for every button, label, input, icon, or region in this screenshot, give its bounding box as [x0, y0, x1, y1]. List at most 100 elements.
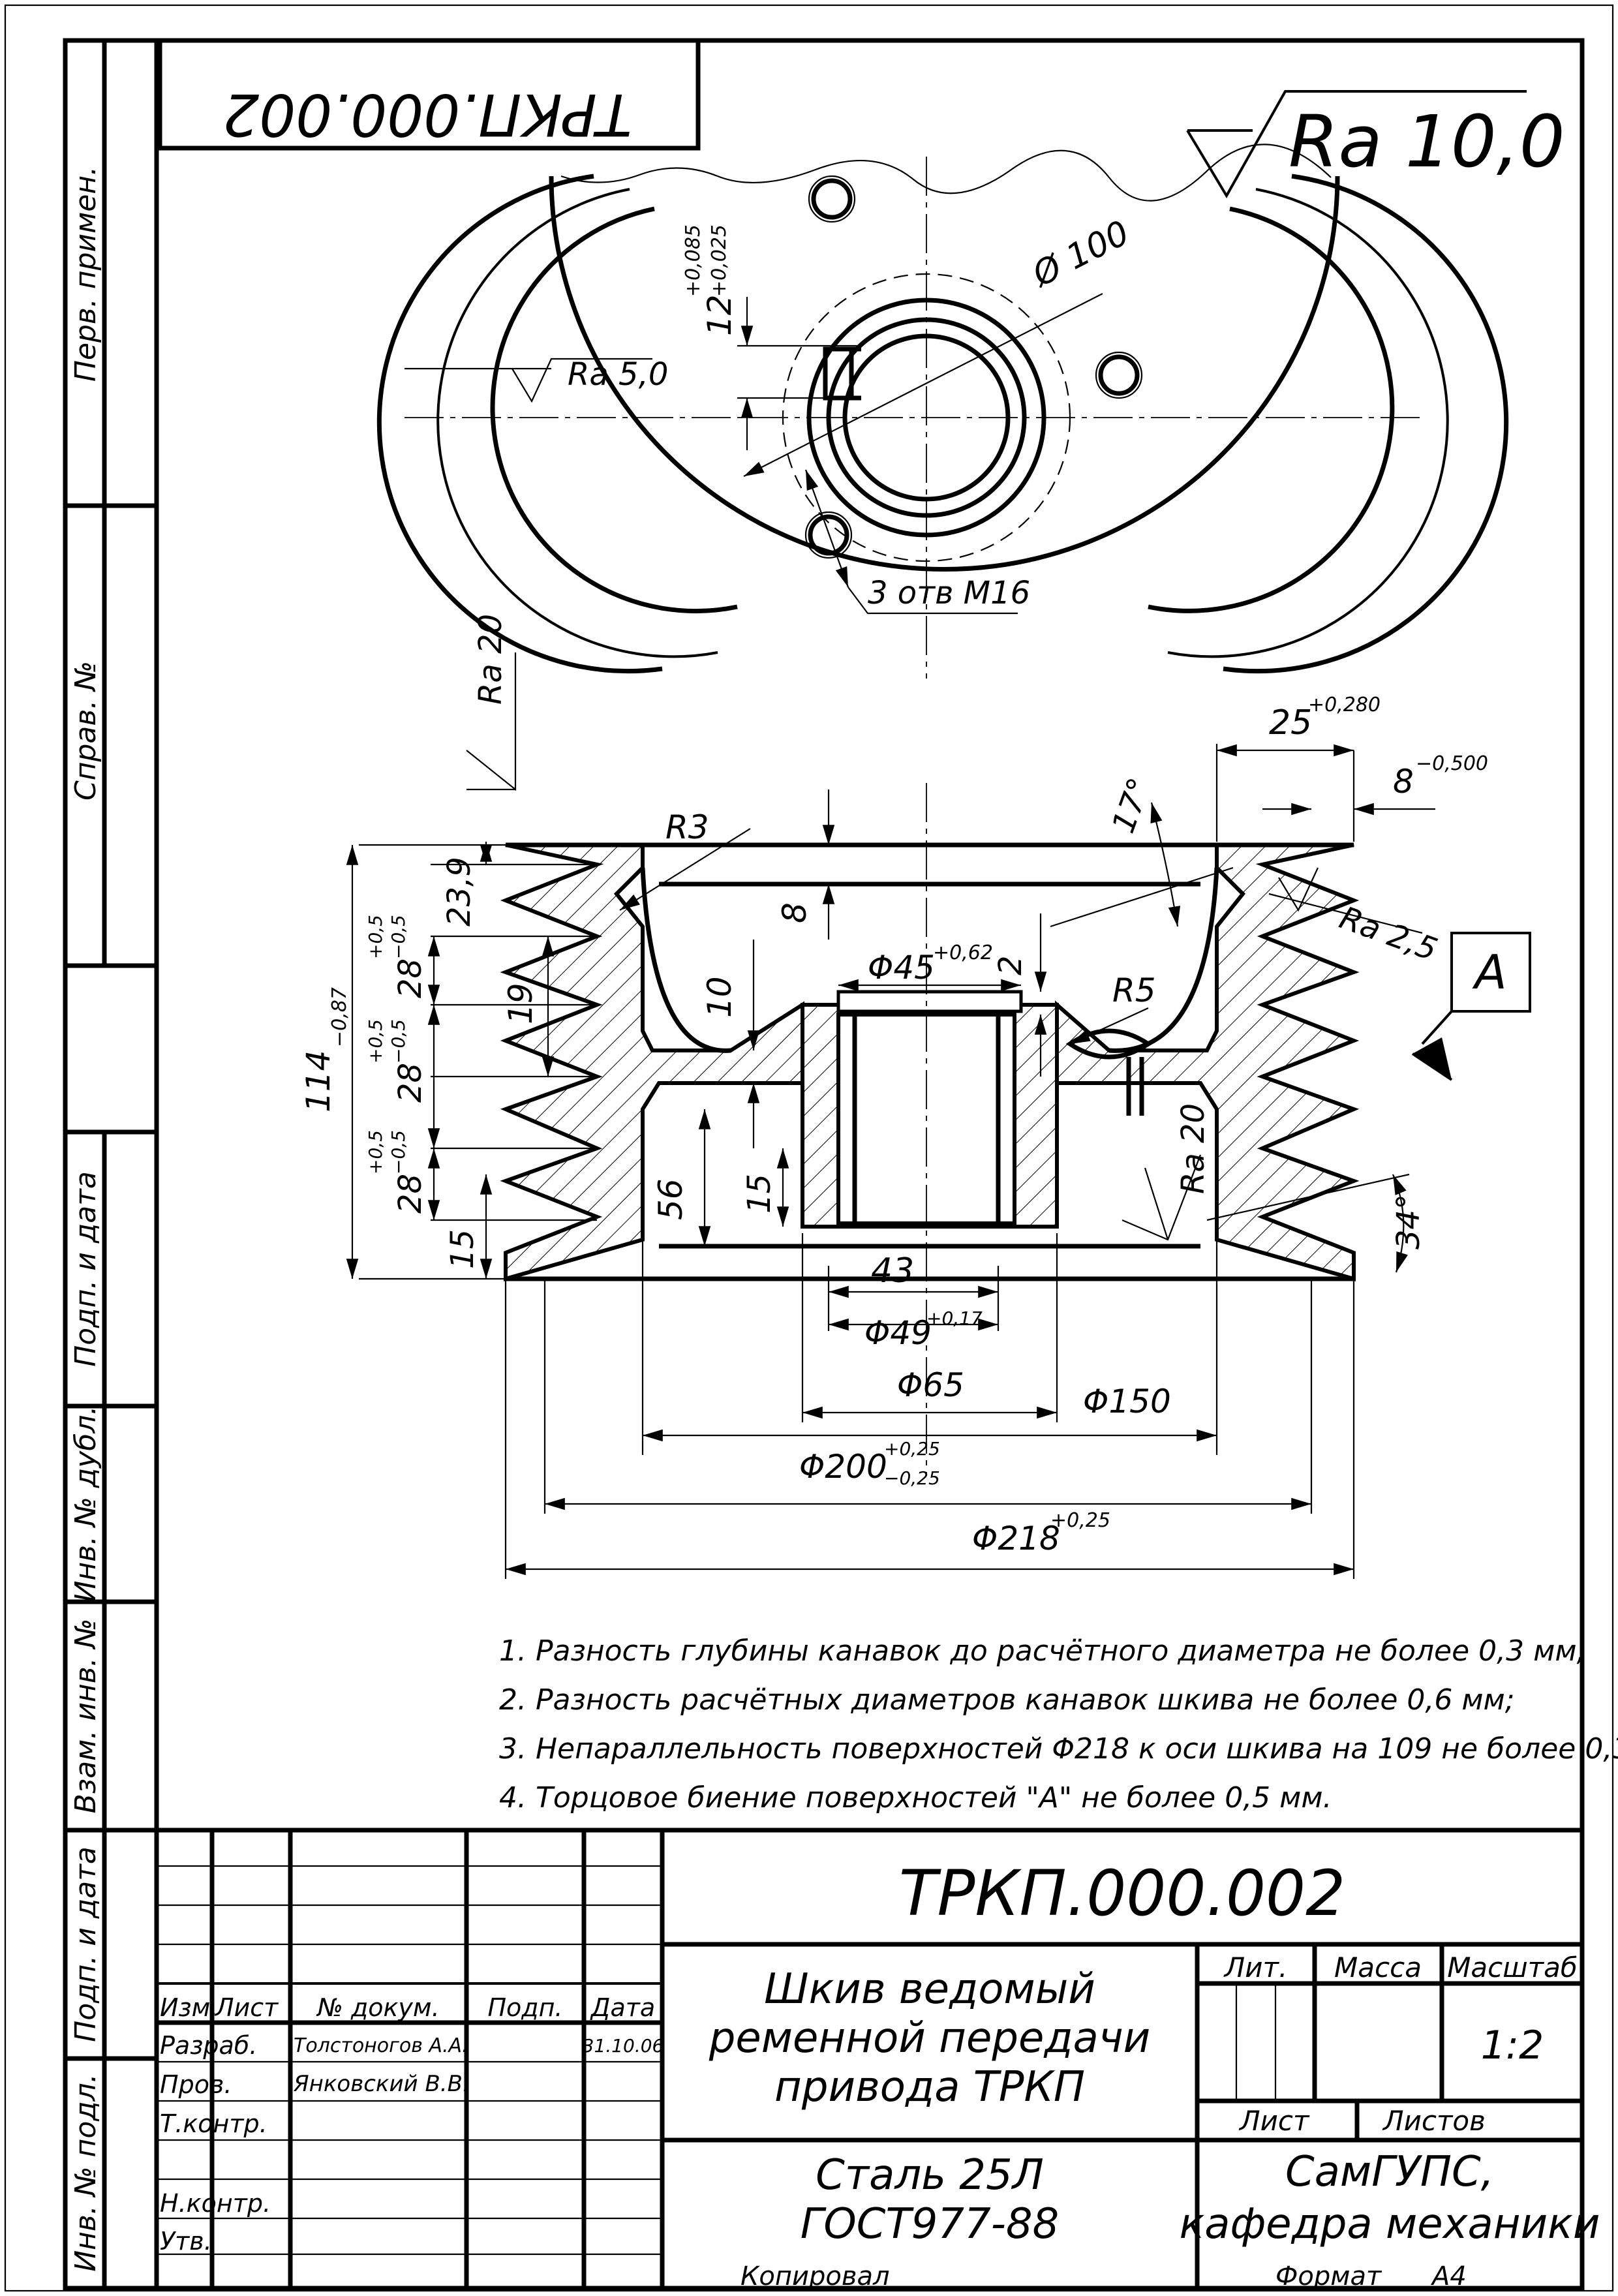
svg-text:Φ65: Φ65: [897, 1366, 964, 1404]
section-view: [500, 783, 1360, 1475]
svg-text:Ra 5,0: Ra 5,0: [568, 356, 668, 393]
svg-text:19: 19: [502, 983, 540, 1024]
svg-text:Φ150: Φ150: [1083, 1383, 1171, 1420]
svg-text:+0,085: +0,085: [682, 224, 705, 297]
svg-text:25: 25: [1269, 703, 1312, 742]
corner-designation: ТРКП.000.002: [157, 38, 701, 151]
side-sprav-no: Справ. №: [69, 661, 102, 801]
svg-text:8: 8: [1393, 763, 1414, 801]
svg-text:ТРКП.000.002: ТРКП.000.002: [222, 81, 632, 148]
svg-text:Ra 20: Ra 20: [1175, 1103, 1212, 1194]
svg-text:114: 114: [299, 1050, 337, 1112]
svg-text:34°: 34°: [1390, 1194, 1427, 1249]
side-podp-data-1: Подп. и дата: [69, 1171, 102, 1367]
svg-text:Φ200: Φ200: [799, 1448, 887, 1486]
side-podp-data-2: Подп. и дата: [69, 1846, 102, 2042]
svg-text:Ø 100: Ø 100: [1026, 213, 1136, 296]
tb-material-2: ГОСТ977-88: [801, 2200, 1060, 2248]
tb-col-izm: Изм.: [160, 1993, 218, 2022]
svg-text:−0,5: −0,5: [388, 915, 409, 959]
svg-text:R5: R5: [1112, 972, 1156, 1009]
svg-text:+0,280: +0,280: [1308, 694, 1381, 716]
tb-col-data: Дата: [590, 1993, 655, 2022]
top-view: Ø 100 12 +0,085 +0,025 Ra 5,0 3 отв M16: [376, 144, 1509, 679]
side-inv-dubl: Инв. № дубл.: [69, 1405, 102, 1602]
svg-text:3 отв M16: 3 отв M16: [868, 575, 1030, 611]
tb-utv: Утв.: [160, 2227, 212, 2256]
tb-lit: Лит.: [1223, 1952, 1288, 1983]
note-1: 1. Разность глубины канавок до расчётног…: [499, 1634, 1586, 1668]
svg-text:−0,87: −0,87: [328, 987, 351, 1047]
svg-text:−0,500: −0,500: [1416, 752, 1488, 775]
svg-text:43: 43: [871, 1251, 914, 1291]
tb-prov: Пров.: [160, 2070, 232, 2099]
tb-list: Лист: [1238, 2105, 1310, 2137]
tb-format-value: А4: [1430, 2261, 1467, 2291]
svg-text:+0,5: +0,5: [365, 1019, 386, 1064]
svg-text:28: 28: [392, 1174, 429, 1214]
tb-listov: Листов: [1382, 2105, 1486, 2137]
svg-text:17°: 17°: [1105, 773, 1159, 838]
tb-designation: ТРКП.000.002: [899, 1857, 1345, 1930]
sheet-trim: [4, 4, 1614, 2292]
side-vzam-inv: Взам. инв. №: [69, 1619, 102, 1814]
tb-razrab-name: Толстоногов А.А.: [294, 2034, 468, 2057]
technical-notes: 1. Разность глубины канавок до расчётног…: [499, 1634, 1618, 1814]
svg-text:Ra 20: Ra 20: [472, 614, 509, 705]
side-inv-podl: Инв. № подл.: [69, 2074, 102, 2272]
svg-text:+0,5: +0,5: [365, 1130, 386, 1174]
side-column: Перв. примен. Справ. № Подп. и дата Инв.…: [63, 40, 159, 2288]
svg-text:−0,5: −0,5: [388, 1130, 409, 1174]
title-block: ТРКП.000.002 Шкив ведомый ременной перед…: [154, 1828, 1600, 2291]
svg-text:15: 15: [741, 1174, 778, 1214]
svg-text:10: 10: [701, 976, 739, 1018]
svg-text:28: 28: [392, 1063, 429, 1103]
datum-label: A: [1472, 945, 1506, 1000]
svg-text:15: 15: [444, 1229, 481, 1269]
tb-kopiroval: Копировал: [740, 2261, 890, 2291]
svg-text:R3: R3: [665, 808, 709, 846]
tb-razrab-date: 31.10.06: [583, 2035, 664, 2057]
tb-col-podp: Подп.: [487, 1993, 562, 2022]
tb-name-1: Шкив ведомый: [764, 1965, 1095, 2013]
svg-text:56: 56: [652, 1178, 690, 1220]
note-2: 2. Разность расчётных диаметров канавок …: [499, 1683, 1515, 1717]
tb-col-list: Лист: [214, 1993, 279, 2022]
tb-massa: Масса: [1334, 1952, 1422, 1983]
tb-nkontr: Н.контр.: [160, 2189, 271, 2218]
tb-prov-name: Янковский В.В.: [293, 2071, 470, 2097]
svg-text:2: 2: [992, 955, 1029, 975]
svg-text:+0,025: +0,025: [708, 224, 731, 297]
tb-material-1: Сталь 25Л: [816, 2151, 1044, 2199]
note-4: 4. Торцовое биение поверхностей "A" не б…: [499, 1781, 1332, 1814]
tb-org-1: СамГУПС,: [1285, 2148, 1494, 2196]
svg-text:Φ218: Φ218: [972, 1520, 1060, 1557]
svg-text:+0,5: +0,5: [365, 915, 386, 959]
side-perv-primen: Перв. примен.: [69, 166, 102, 382]
svg-text:8: 8: [776, 902, 814, 923]
svg-text:+0,17: +0,17: [926, 1308, 983, 1329]
tb-format: Формат: [1275, 2261, 1382, 2291]
tb-name-2: ременной передачи: [709, 2014, 1151, 2062]
tb-tkontr: Т.контр.: [160, 2109, 267, 2138]
svg-text:+0,25: +0,25: [1050, 1509, 1110, 1532]
svg-text:23,9: 23,9: [441, 857, 478, 926]
svg-text:28: 28: [392, 958, 429, 998]
tb-masshtab: Масштаб: [1447, 1952, 1578, 1983]
svg-text:12: 12: [701, 294, 739, 336]
svg-text:+0,25: +0,25: [884, 1438, 940, 1460]
svg-text:Φ45: Φ45: [868, 949, 935, 987]
svg-text:+0,62: +0,62: [933, 941, 993, 964]
tb-org-2: кафедра механики: [1180, 2200, 1600, 2248]
roughness-general: Ra 10,0: [1186, 90, 1565, 198]
tb-col-dokum: № докум.: [316, 1993, 439, 2022]
svg-text:−0,5: −0,5: [388, 1019, 409, 1064]
tb-scale: 1:2: [1481, 2023, 1544, 2068]
note-3: 3. Непараллельность поверхностей Φ218 к …: [499, 1732, 1618, 1766]
tb-razrab: Разраб.: [160, 2031, 257, 2060]
svg-text:−0,25: −0,25: [884, 1467, 940, 1489]
svg-text:Ra 2,5: Ra 2,5: [1335, 900, 1442, 968]
svg-text:Ra 10,0: Ra 10,0: [1289, 100, 1565, 183]
tb-name-3: привода ТРКП: [774, 2063, 1085, 2111]
